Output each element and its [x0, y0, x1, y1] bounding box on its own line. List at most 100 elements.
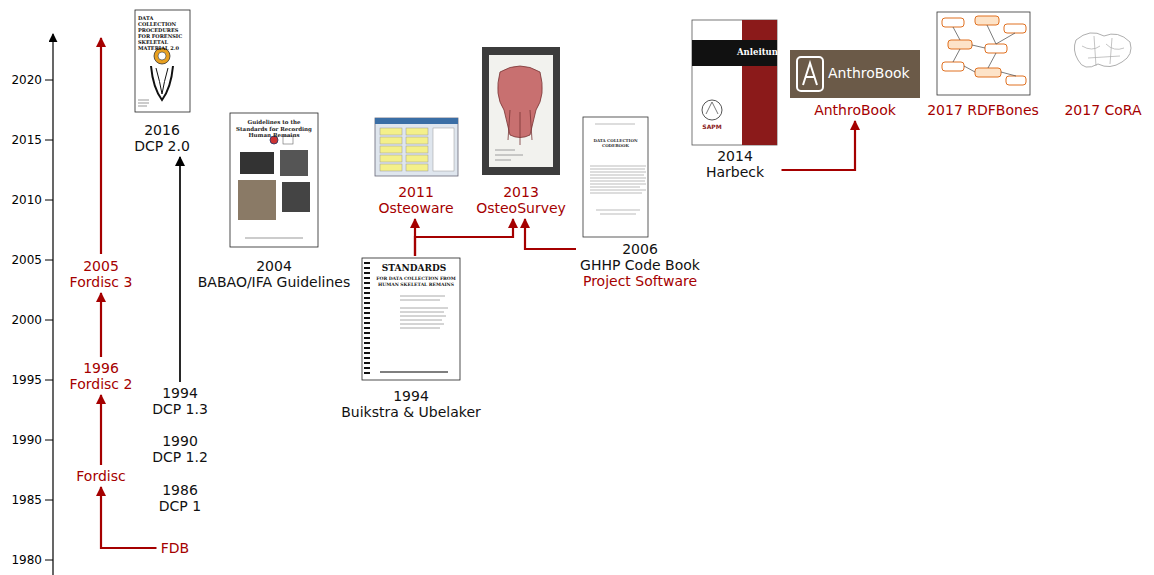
publication-item: 2004BABAO/IFA Guidelines — [197, 113, 352, 290]
dcp-item: 1994DCP 1.3 — [151, 385, 209, 417]
osteoware-screenshot — [380, 146, 402, 153]
continuation-arrow — [100, 38, 102, 254]
osteosurvey-photo — [482, 47, 560, 175]
time-axis — [45, 440, 53, 441]
osteoware-screenshot — [406, 164, 428, 171]
harbeck-cover — [702, 100, 722, 120]
osteosurvey-photo — [482, 47, 560, 175]
buikstra-cover — [364, 263, 370, 373]
item-label: Project Software — [579, 273, 701, 289]
axis-year: 2015 — [0, 133, 42, 147]
year-label: 1996 — [69, 360, 134, 376]
buikstra-cover — [380, 371, 448, 373]
time-axis — [45, 560, 53, 561]
software-item: AnthroBook — [789, 50, 921, 118]
time-axis — [45, 320, 53, 321]
timeline-arrow — [782, 121, 856, 170]
item-label: Harbeck — [692, 164, 779, 180]
dcp-cover — [138, 106, 147, 107]
item-label: DCP 1.3 — [151, 401, 209, 417]
year-label: 1994 — [151, 385, 209, 401]
dcp-cover — [135, 10, 190, 112]
axis-year: 1985 — [0, 493, 42, 507]
rdfbones-graph — [975, 16, 999, 25]
ghhp-codebook-page — [590, 124, 646, 214]
cover-title: DATA COLLECTION CODEBOOK — [588, 138, 643, 148]
osteoware-screenshot — [406, 128, 428, 135]
cover-subtitle: FOR DATA COLLECTION FROM HUMAN SKELETAL … — [376, 276, 456, 287]
time-axis — [45, 200, 53, 201]
dcp-cover — [156, 68, 168, 94]
item-label: BABAO/IFA Guidelines — [197, 274, 352, 290]
rdfbones-graph — [942, 18, 964, 27]
babao-cover — [245, 238, 303, 239]
time-axis — [45, 34, 53, 575]
anthrobook-logo — [803, 63, 817, 85]
axis-year: 1990 — [0, 433, 42, 447]
babao-cover — [230, 113, 318, 247]
babao-cover — [240, 152, 274, 174]
dcp-cover — [138, 103, 149, 104]
publication-item: 2014Harbeck — [692, 20, 779, 180]
timeline-arrow — [525, 219, 576, 249]
dcp-cover — [151, 66, 173, 100]
harbeck-cover — [692, 20, 777, 145]
year-label: 1986 — [158, 482, 203, 498]
item-label: Fordisc — [75, 468, 127, 484]
item-label: Osteoware — [374, 200, 459, 216]
rdfbones-graph — [937, 12, 1030, 95]
continuation-arrow — [101, 38, 102, 254]
timeline-arrow — [101, 487, 157, 548]
item-label: 2017 RDFBones — [926, 102, 1040, 118]
harbeck-cover — [692, 20, 777, 145]
osteoware-screenshot — [406, 146, 428, 153]
timeline-arrow — [179, 157, 181, 382]
dcp-item: 1990DCP 1.2 — [151, 433, 209, 465]
software-item: 2011Osteoware — [374, 118, 459, 216]
item-label: GHHP Code Book — [579, 257, 701, 273]
axis-year: 1980 — [0, 553, 42, 567]
item-label: Buikstra & Ubelaker — [340, 404, 482, 420]
time-axis — [45, 380, 53, 381]
ghhp-codebook-page — [583, 117, 648, 237]
osteoware-screenshot — [380, 164, 402, 171]
osteosurvey-photo — [489, 55, 553, 167]
harbeck-cover — [692, 40, 777, 66]
rdfbones-graph — [1004, 24, 1026, 33]
osteoware-screenshot — [375, 118, 458, 176]
year-label: 2006 — [579, 241, 701, 257]
timeline-arrow — [100, 293, 102, 357]
year-label: 2016 — [133, 122, 191, 138]
osteosurvey-photo — [495, 150, 523, 160]
axis-year: 2005 — [0, 253, 42, 267]
item-label: DCP 1.2 — [151, 449, 209, 465]
cover-title: STANDARDS — [370, 263, 458, 273]
rdfbones-graph — [1006, 76, 1026, 85]
time-axis — [45, 80, 53, 81]
axis-year: 2000 — [0, 313, 42, 327]
cover-title: Guidelines to the Standards for Recordin… — [234, 119, 314, 139]
dcp-cover — [158, 52, 166, 60]
item-label: AnthroBook — [789, 102, 921, 118]
dcp-cover — [135, 10, 190, 112]
fordisc-item: 2005Fordisc 3 — [69, 258, 134, 290]
cover-title: Anleitung — [737, 47, 777, 57]
year-label: 1990 — [151, 433, 209, 449]
rdfbones-graph — [953, 25, 1016, 76]
dcp-cover — [138, 100, 149, 101]
dcp-item: 1986DCP 1 — [158, 482, 203, 514]
osteoware-screenshot — [433, 128, 454, 171]
cora-sketch — [1074, 33, 1131, 67]
year-label: 2011 — [374, 184, 459, 200]
harbeck-cover — [742, 20, 777, 145]
software-item: 2017 CoRA — [1063, 25, 1143, 118]
cora-sketch — [1074, 33, 1131, 67]
fordisc-item: Fordisc — [75, 468, 127, 484]
babao-cover — [282, 182, 310, 212]
fordisc-item: FDB — [160, 540, 191, 556]
fordisc-item: 1996Fordisc 2 — [69, 360, 134, 392]
buikstra-cover — [362, 258, 460, 380]
year-label: 2004 — [197, 258, 352, 274]
babao-cover — [230, 113, 318, 247]
